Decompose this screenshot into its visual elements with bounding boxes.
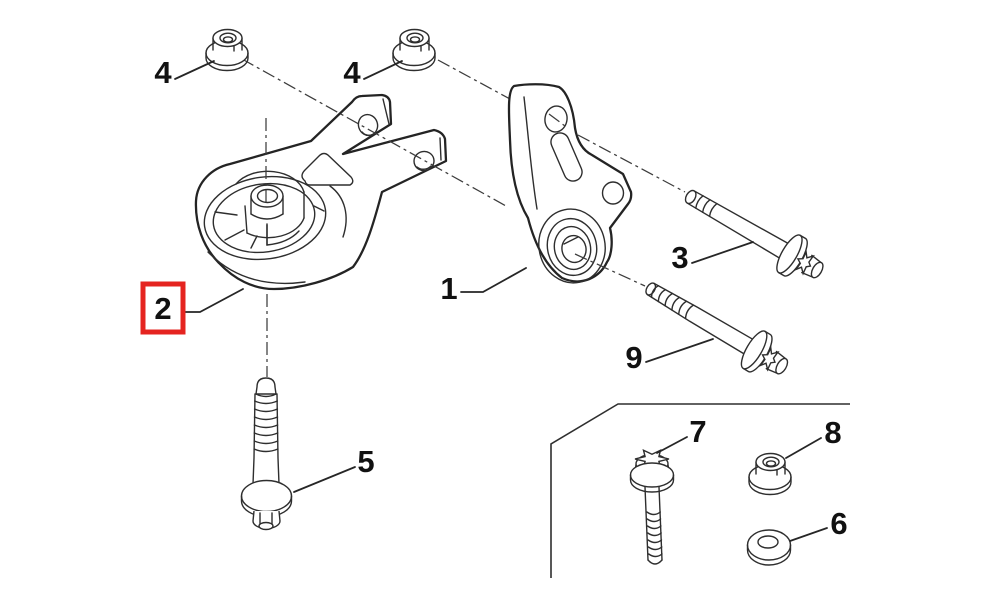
bolt-5-drawing <box>240 377 293 531</box>
alignment-lines <box>241 58 511 377</box>
part-label-8[interactable]: 8 <box>824 415 841 450</box>
alignment-lines-front <box>548 113 686 287</box>
callout-leaders <box>174 60 828 542</box>
engine-mount-drawing <box>194 93 448 291</box>
part-label-6[interactable]: 6 <box>830 506 847 541</box>
callout-labels: 4 4 2 1 3 9 5 7 8 6 <box>154 55 847 541</box>
bolt-3-drawing <box>684 189 824 279</box>
flange-nut-inset-drawing <box>748 452 792 496</box>
part-label-9[interactable]: 9 <box>625 340 642 375</box>
washer-drawing <box>746 529 792 566</box>
part-label-5[interactable]: 5 <box>357 444 374 479</box>
flange-nut-right-drawing <box>392 28 436 72</box>
part-label-3[interactable]: 3 <box>671 240 688 275</box>
part-label-4-right[interactable]: 4 <box>343 55 361 90</box>
part-label-1[interactable]: 1 <box>440 271 457 306</box>
flange-nut-left-drawing <box>205 28 249 72</box>
highlight-box-part-2 <box>140 281 186 335</box>
bolt-9-drawing <box>645 282 789 375</box>
bolt-7-drawing <box>629 448 675 565</box>
support-bracket-drawing <box>507 83 633 284</box>
inset-box <box>550 403 850 578</box>
part-label-2[interactable]: 2 <box>154 291 171 326</box>
part-label-4-left[interactable]: 4 <box>154 55 172 90</box>
part-label-7[interactable]: 7 <box>689 414 706 449</box>
